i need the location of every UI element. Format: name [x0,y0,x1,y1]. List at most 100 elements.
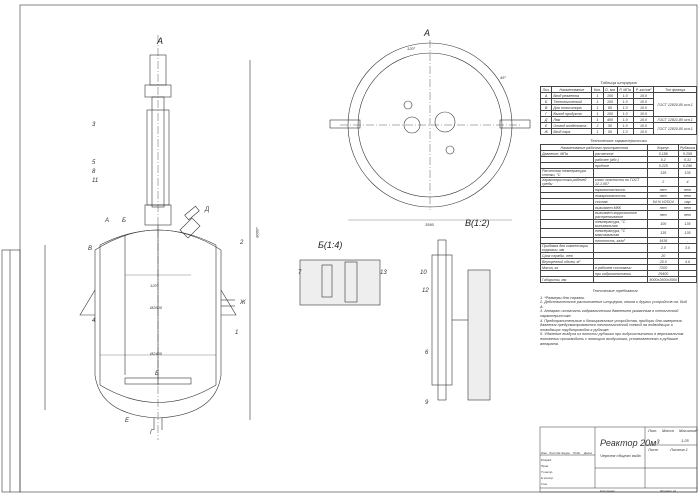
requirements-title: Технические требования [592,289,638,293]
tech-table-title: Технические характеристики [590,138,647,143]
arrow-a-label: А [157,36,164,46]
title-block-row-label: Н.контр. [541,476,554,480]
table-cell: 100 [647,219,679,229]
format-label: Формат A1 [660,489,677,493]
drawing-name: Реактор 20м³ [600,438,660,448]
requirements-list: 1. *Размеры для справок.2. Действительно… [540,296,690,347]
title-block-col-label: Изм. [541,451,548,455]
table-cell: Ж [539,128,553,135]
callout-label: Б [155,371,159,377]
callout-label: 7 [298,270,302,276]
table-cell: нет [678,210,697,220]
table-cell [539,219,595,229]
callout-label: 11 [92,178,99,184]
requirement-item: 2. Действительное расположение штуцеров,… [540,300,687,309]
callout-label: 9 [425,400,429,406]
table-cell: 135 [678,228,697,238]
side-stamp [1,249,21,493]
table-cell: 10.0 [632,128,655,135]
dim-angle-120: 120° [407,46,416,51]
lit-label: Лит. [648,428,658,433]
dim-diameter-2600: Ø2600 [150,305,163,310]
dim-height: 8000* [254,227,260,238]
nozzle-table-title: Таблица штуцеров [600,80,637,85]
table-cell: 8000x2600x3560 [647,276,679,283]
requirement-item: 1. *Размеры для справок. [540,295,586,300]
table-cell: класс опасности по ГОСТ 12.1.007 [593,177,649,187]
view-a-title: A [424,28,431,38]
scale-label: Масштаб [679,428,698,433]
mass-label: Масса [662,428,674,433]
section-b-title: Б(1:4) [318,240,343,250]
table-cell: Характеристика рабочей среды [539,177,595,187]
dim-diameter-2400: Ø2400 [150,351,163,356]
table-cell: температура, °С минимальная [593,219,649,229]
top-view [329,40,531,221]
sheet-label: Лист [648,447,659,452]
requirement-item: 5. Удаление воздуха из полости рубашки п… [540,332,684,346]
callout-label: 12 [422,288,429,294]
callout-label: 6 [425,350,429,356]
table-cell: 135 [647,228,679,238]
sheet-frame [19,4,698,493]
section-v-title: В(1:2) [465,218,490,228]
table-row: Прибавка для компенсации коррозии, мм 2.0… [539,243,697,253]
callout-label: В [88,246,93,252]
callout-label: Ж [240,300,246,306]
table-cell: температура, °С максимальная [593,228,649,238]
callout-label: Б [122,218,126,224]
table-cell [539,228,595,238]
table-cell: 135 [647,168,679,178]
flange-type-cell: ГОСТ 12820-80 исп.1 [653,92,697,117]
technical-requirements: Технические требования 1. *Размеры для с… [540,289,690,346]
table-cell: Прибавка для компенсации коррозии, мм [539,243,595,253]
dim-angle-120b: 120° [150,283,159,288]
callout-label: 8 [92,169,96,175]
callout-label: А [105,218,110,224]
reactor-vessel [44,35,251,440]
requirement-item: 3. Аппарат испытать гидравлическим давле… [540,309,679,318]
dim-width: 3560 [425,222,434,227]
table-cell: 3.0 [678,243,697,253]
title-block-row-label: Т.контр. [541,470,554,474]
callout-label: Е [125,418,130,424]
table-cell: 2.0 [647,243,679,253]
section-v [431,239,491,401]
table-cell: 1.0 [616,128,634,135]
drawing-subtitle: Чертеж общего вида [600,453,641,458]
title-block-col-label: Лист [549,451,557,455]
callout-label: Г [150,430,154,436]
callout-label: 2 [240,240,244,246]
table-cell: 4 [678,177,697,187]
table-cell: 135 [678,219,697,229]
table-cell: Расчетная температура стенки, °С [539,168,595,178]
table-cell: вызывает коррозионное растрескивание [593,210,649,220]
title-block-lines [539,426,698,493]
callout-label: 10 [420,270,427,276]
table-cell: нет [647,210,679,220]
table-cell [678,276,697,283]
title-block-col-label: № докум. [557,451,571,455]
callout-label: 1 [235,330,239,336]
table-cell: Габариты, мм [539,276,595,283]
title-block-col-label: Дата [584,451,592,455]
callout-label: Д [205,207,210,213]
dim-angle-45: 45° [500,75,507,80]
requirement-item: 4. Предохранительные и блокировочные уст… [540,318,682,332]
copied-label: Копировал [600,489,615,493]
table-cell [593,276,649,283]
title-block-col-label: Подп. [573,451,581,455]
sheets-label: Листов 1 [670,447,688,452]
table-cell: 50 [602,128,618,135]
table-cell: 135 [678,168,697,178]
table-cell [539,210,595,220]
